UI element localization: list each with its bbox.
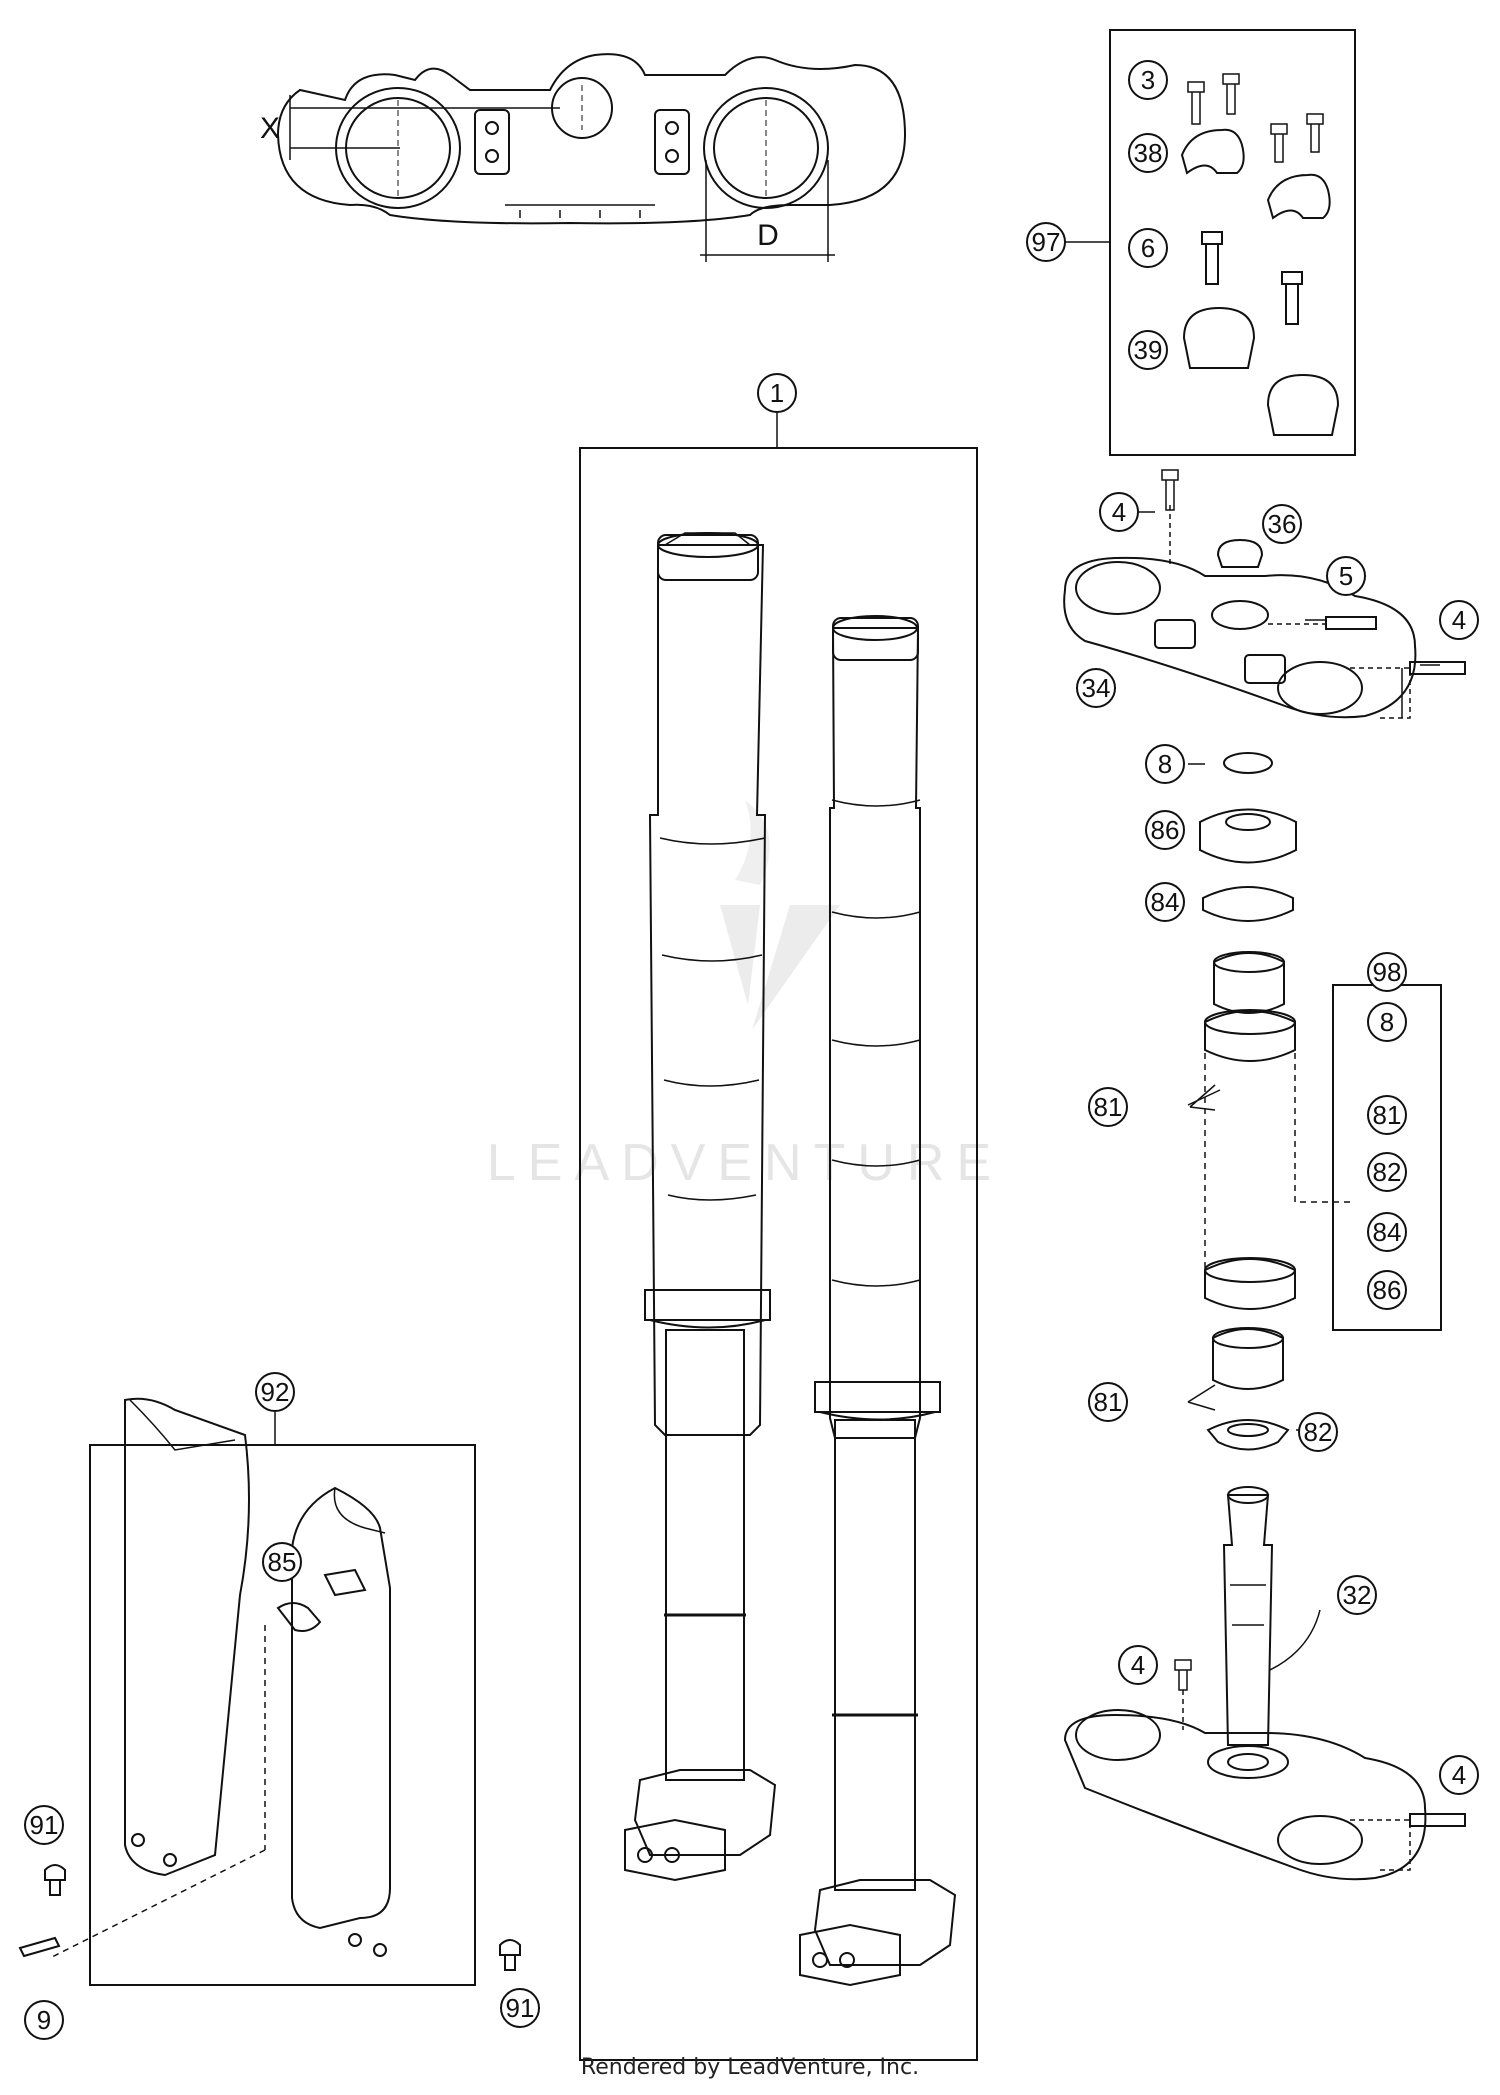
callout-39: 39 xyxy=(1128,330,1168,370)
callout-3: 3 xyxy=(1128,60,1168,100)
svg-text:91: 91 xyxy=(30,1810,59,1840)
callout-98: 98 xyxy=(1367,952,1407,992)
callout-4-upper-right: 4 xyxy=(1439,600,1479,640)
callout-4-lower-left: 4 xyxy=(1118,1645,1158,1685)
svg-text:8: 8 xyxy=(1158,749,1172,779)
callout-6: 6 xyxy=(1128,228,1168,268)
svg-text:81: 81 xyxy=(1094,1387,1123,1417)
svg-text:32: 32 xyxy=(1343,1580,1372,1610)
svg-text:5: 5 xyxy=(1339,561,1353,591)
callout-91-right: 91 xyxy=(500,1988,540,2028)
callout-1: 1 xyxy=(757,373,797,413)
svg-text:4: 4 xyxy=(1112,497,1126,527)
callout-38: 38 xyxy=(1128,133,1168,173)
leader-lines xyxy=(1138,511,1440,1671)
steering-bearings xyxy=(1199,752,1355,1451)
triple-clamp-dimension-view: X D xyxy=(260,53,907,262)
svg-text:98: 98 xyxy=(1373,957,1402,987)
svg-text:34: 34 xyxy=(1082,673,1111,703)
svg-text:38: 38 xyxy=(1134,138,1163,168)
svg-text:1: 1 xyxy=(770,378,784,408)
dimension-x-label: X xyxy=(260,112,280,145)
svg-text:4: 4 xyxy=(1452,1760,1466,1790)
callout-86: 86 xyxy=(1145,810,1185,850)
upper-triple-clamp-34 xyxy=(1063,469,1466,719)
callout-97: 97 xyxy=(1026,222,1066,262)
svg-text:92: 92 xyxy=(261,1377,290,1407)
callout-kit-82: 82 xyxy=(1367,1152,1407,1192)
callout-82: 82 xyxy=(1298,1412,1338,1452)
svg-text:39: 39 xyxy=(1134,335,1163,365)
footer-credit: Rendered by LeadVenture, Inc. xyxy=(580,2055,920,2080)
callout-81-upper: 81 xyxy=(1088,1087,1128,1127)
svg-text:91: 91 xyxy=(506,1993,535,2023)
svg-text:82: 82 xyxy=(1373,1157,1402,1187)
callout-34: 34 xyxy=(1076,668,1116,708)
fork-assembly-1 xyxy=(579,412,978,2061)
svg-text:84: 84 xyxy=(1373,1217,1402,1247)
svg-text:97: 97 xyxy=(1032,227,1061,257)
watermark: LEADVENTURE xyxy=(487,800,1003,1192)
svg-text:84: 84 xyxy=(1151,887,1180,917)
svg-text:6: 6 xyxy=(1141,233,1155,263)
callout-kit-8: 8 xyxy=(1367,1002,1407,1042)
svg-text:3: 3 xyxy=(1141,65,1155,95)
svg-text:86: 86 xyxy=(1373,1275,1402,1305)
svg-text:86: 86 xyxy=(1151,815,1180,845)
dimension-d-label: D xyxy=(757,219,779,252)
callout-9: 9 xyxy=(24,2000,64,2040)
svg-text:85: 85 xyxy=(268,1547,297,1577)
svg-text:82: 82 xyxy=(1304,1417,1333,1447)
fork-guard-kit-92 xyxy=(18,1397,521,1986)
svg-text:9: 9 xyxy=(37,2005,51,2035)
svg-text:4: 4 xyxy=(1452,605,1466,635)
callout-36: 36 xyxy=(1262,504,1302,544)
callout-84: 84 xyxy=(1145,882,1185,922)
callout-kit-86: 86 xyxy=(1367,1270,1407,1310)
callout-92: 92 xyxy=(255,1372,295,1412)
svg-text:8: 8 xyxy=(1380,1007,1394,1037)
svg-text:81: 81 xyxy=(1094,1092,1123,1122)
callout-kit-81: 81 xyxy=(1367,1095,1407,1135)
callout-8: 8 xyxy=(1145,744,1185,784)
callout-32: 32 xyxy=(1337,1575,1377,1615)
svg-text:81: 81 xyxy=(1373,1100,1402,1130)
callout-81-lower: 81 xyxy=(1088,1382,1128,1422)
callout-91-left: 91 xyxy=(24,1805,64,1845)
callout-85: 85 xyxy=(262,1542,302,1582)
callout-kit-84: 84 xyxy=(1367,1212,1407,1252)
svg-text:4: 4 xyxy=(1131,1650,1145,1680)
callouts: 1 3 38 97 6 39 4 36 5 4 34 8 86 84 98 8 … xyxy=(24,60,1479,2040)
callout-4-lower-right: 4 xyxy=(1439,1755,1479,1795)
watermark-text: LEADVENTURE xyxy=(487,1134,1003,1192)
lower-triple-clamp-32 xyxy=(1063,1486,1466,1881)
hardware-kit-97 xyxy=(1065,29,1356,456)
callout-5: 5 xyxy=(1326,556,1366,596)
svg-text:36: 36 xyxy=(1268,509,1297,539)
callout-4-upper-left: 4 xyxy=(1099,492,1139,532)
